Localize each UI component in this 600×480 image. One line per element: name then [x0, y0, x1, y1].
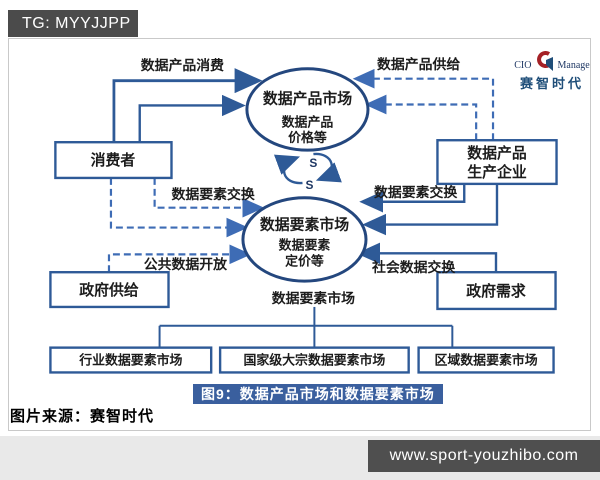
figure-caption: 图9：数据产品市场和数据要素市场 — [193, 384, 443, 404]
image-source-text: 图片来源：赛智时代 — [10, 408, 155, 425]
market-flow-diagram: 数据产品市场 数据产品 价格等 S S 数据要素市场 数据要素 定价等 消费者 … — [49, 56, 558, 374]
submarket-regional-label: 区域数据要素市场 — [435, 353, 538, 368]
arrow-consumer-to-product-market-inner — [138, 94, 246, 143]
element-market-sub1: 数据要素 — [279, 237, 331, 252]
flow-public-data-open: 公共数据开放 — [144, 256, 227, 272]
arrow-consumer-to-product-market-outer — [112, 68, 263, 143]
logo-manage-text: Manage — [557, 60, 590, 71]
producer-box — [436, 139, 558, 186]
flow-social-data-exchange: 社会数据交换 — [371, 259, 455, 275]
cycle-s-top: S — [309, 156, 317, 170]
watermark-bottom-badge: www.sport-youzhibo.com — [368, 440, 600, 472]
exchange-cycle-icon: S S — [273, 152, 342, 192]
arrow-consumer-to-element-market-inner — [153, 177, 265, 218]
consumer-label: 消费者 — [91, 151, 136, 169]
gov-demand-label: 政府需求 — [466, 282, 526, 300]
gov-supply-label: 政府供给 — [79, 281, 139, 299]
tree-root-label: 数据要素市场 — [272, 290, 355, 306]
submarket-national-box — [218, 346, 410, 374]
brand-logo: CIO Manage 赛智时代 — [509, 51, 595, 92]
arrow-producer-to-product-market-inner — [364, 94, 478, 141]
element-market-title: 数据要素市场 — [260, 216, 349, 234]
logo-brand-name: 赛智时代 — [519, 76, 584, 91]
watermark-top-badge: TG: MYYJJPP — [8, 10, 138, 37]
flow-product-consume: 数据产品消费 — [141, 57, 224, 73]
submarket-industry-box — [49, 346, 213, 374]
submarket-industry-label: 行业数据要素市场 — [78, 353, 182, 368]
cio-manage-logo-icon — [536, 51, 553, 71]
cycle-s-bottom: S — [305, 178, 313, 192]
producer-label-line2: 生产企业 — [467, 163, 527, 181]
product-market-sub2: 价格等 — [288, 130, 327, 145]
arrow-producer-to-element-market-lower — [362, 183, 499, 236]
product-market-sub1: 数据产品 — [282, 114, 334, 129]
submarket-regional-box — [417, 346, 555, 374]
submarket-national-label: 国家级大宗数据要素市场 — [243, 353, 385, 368]
gov-demand-box — [436, 271, 557, 311]
consumer-box — [54, 141, 173, 180]
figure-panel: 数据产品市场 数据产品 价格等 S S 数据要素市场 数据要素 定价等 消费者 … — [8, 38, 591, 431]
flow-element-exchange-right: 数据要素交换 — [374, 184, 457, 200]
element-market-sub2: 定价等 — [285, 253, 324, 268]
arrow-gov-demand-to-element-market — [356, 242, 498, 273]
producer-label-line1: 数据产品 — [467, 144, 527, 162]
arrow-producer-to-product-market-outer — [352, 68, 495, 141]
product-market-title: 数据产品市场 — [263, 90, 352, 108]
arrow-consumer-to-element-market-outer — [109, 177, 249, 238]
flow-product-supply: 数据产品供给 — [377, 56, 460, 72]
logo-cio-text: CIO — [514, 60, 532, 71]
gov-supply-box — [49, 271, 170, 309]
arrow-producer-to-element-market-upper — [359, 183, 466, 213]
product-market-ellipse — [245, 67, 370, 152]
arrow-gov-supply-to-element-market — [107, 244, 252, 273]
element-market-ellipse — [241, 196, 368, 283]
flow-element-exchange-left: 数据要素交换 — [172, 186, 255, 202]
